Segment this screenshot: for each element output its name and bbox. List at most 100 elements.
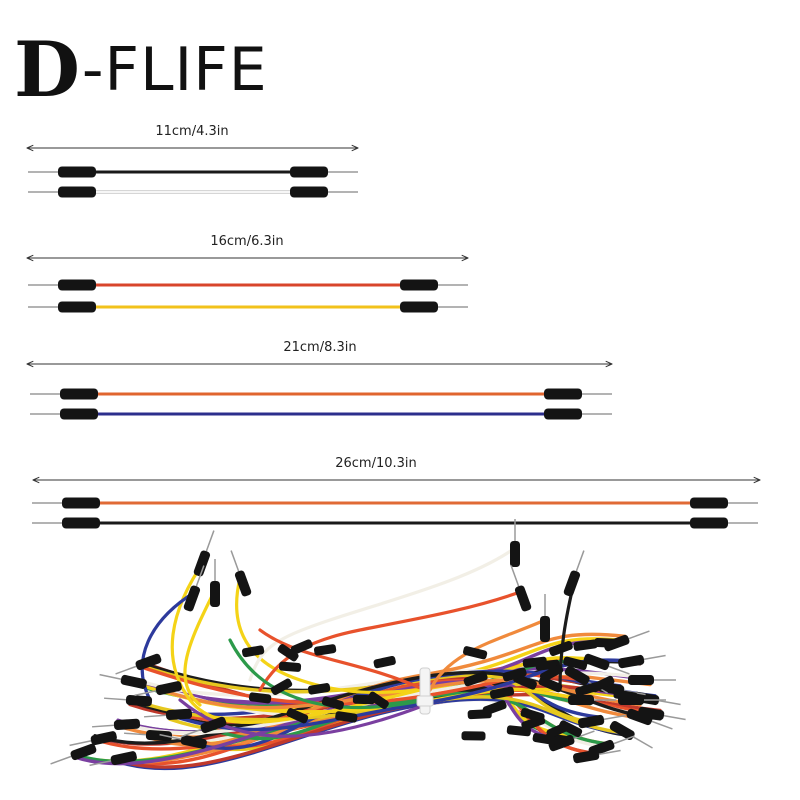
pin [180, 727, 206, 738]
wire-end [278, 661, 302, 672]
wire-end [626, 708, 673, 730]
connector [135, 653, 162, 671]
wire-end [638, 706, 686, 721]
wire-end [489, 686, 515, 700]
wire-end [180, 716, 227, 738]
connector [690, 517, 728, 529]
pin [194, 565, 205, 591]
wire-end [159, 733, 207, 749]
cable-group-11cm: 11cm/4.3in [27, 124, 358, 198]
pin [574, 550, 585, 576]
connector [583, 653, 610, 671]
connector [145, 729, 173, 742]
pin [594, 749, 621, 756]
pin [510, 565, 521, 591]
cable-tie-head [416, 695, 434, 707]
wire-end [463, 671, 488, 687]
connector [563, 570, 581, 597]
wire-end [307, 683, 331, 695]
connector [463, 671, 488, 687]
wire [258, 628, 427, 692]
wire-end [367, 691, 389, 710]
wire-end [539, 664, 564, 682]
wire-end [277, 644, 299, 662]
pin [569, 730, 595, 741]
wire-end [373, 655, 396, 669]
wire-end [609, 720, 653, 749]
connector [90, 731, 117, 746]
wire-end [241, 645, 265, 658]
connector [234, 570, 252, 597]
connector [290, 639, 313, 655]
wire-end [502, 667, 527, 682]
connector [120, 674, 147, 689]
connector [367, 691, 389, 710]
connector [467, 709, 492, 720]
connector [514, 585, 532, 612]
connector [522, 656, 547, 668]
connector [544, 408, 582, 420]
connector [578, 714, 605, 729]
wire-end [104, 694, 153, 707]
jumper-wire [32, 517, 758, 529]
connector [241, 645, 265, 658]
wire [248, 546, 517, 682]
wire-end [290, 639, 313, 655]
wire-end [230, 550, 252, 597]
wire-end [578, 714, 626, 729]
connector [62, 497, 100, 509]
connector [113, 718, 141, 731]
dimension-label: 16cm/6.3in [210, 234, 283, 249]
wire-end [573, 749, 621, 764]
connector [613, 689, 638, 702]
wire [178, 698, 427, 738]
pin [639, 654, 666, 661]
connector [183, 585, 201, 612]
connector [594, 638, 619, 648]
pin [624, 630, 650, 641]
connector [307, 683, 331, 695]
connector [277, 644, 299, 662]
connector [558, 720, 583, 738]
wire-end [558, 720, 583, 738]
connector [58, 166, 96, 178]
wire-end [594, 638, 619, 648]
jumper-wire [30, 388, 612, 400]
wire-end [522, 656, 547, 668]
wire-end [183, 565, 205, 612]
wire-end [99, 673, 147, 689]
pin [89, 759, 116, 767]
wire-end [463, 646, 488, 660]
brand-logo: D -FLIFE [14, 30, 268, 110]
connector [200, 716, 227, 734]
wire-end [613, 689, 638, 702]
pin [104, 697, 131, 701]
pin [654, 699, 681, 706]
connector [573, 639, 598, 651]
connector [58, 186, 96, 198]
connector [544, 388, 582, 400]
pin [144, 714, 171, 718]
wire-end [134, 681, 182, 697]
dimension-label: 11cm/4.3in [155, 124, 228, 139]
connector [210, 581, 220, 607]
wire-end [467, 709, 492, 720]
cable-tie [419, 667, 431, 715]
connector [461, 731, 486, 741]
wire [228, 638, 427, 710]
wire-end [313, 644, 337, 656]
jumper-wire [28, 301, 468, 313]
connector [286, 708, 309, 724]
wire-end [575, 682, 600, 697]
connector [568, 695, 594, 705]
connector [540, 616, 550, 642]
jumper-wire [28, 166, 358, 178]
connector [564, 665, 590, 686]
wire-end [92, 718, 141, 731]
wire-end [248, 692, 272, 704]
wire-end [69, 731, 117, 747]
pin [92, 724, 119, 728]
jumper-wire [28, 186, 358, 198]
connector [609, 720, 635, 741]
wire-end [335, 711, 358, 723]
